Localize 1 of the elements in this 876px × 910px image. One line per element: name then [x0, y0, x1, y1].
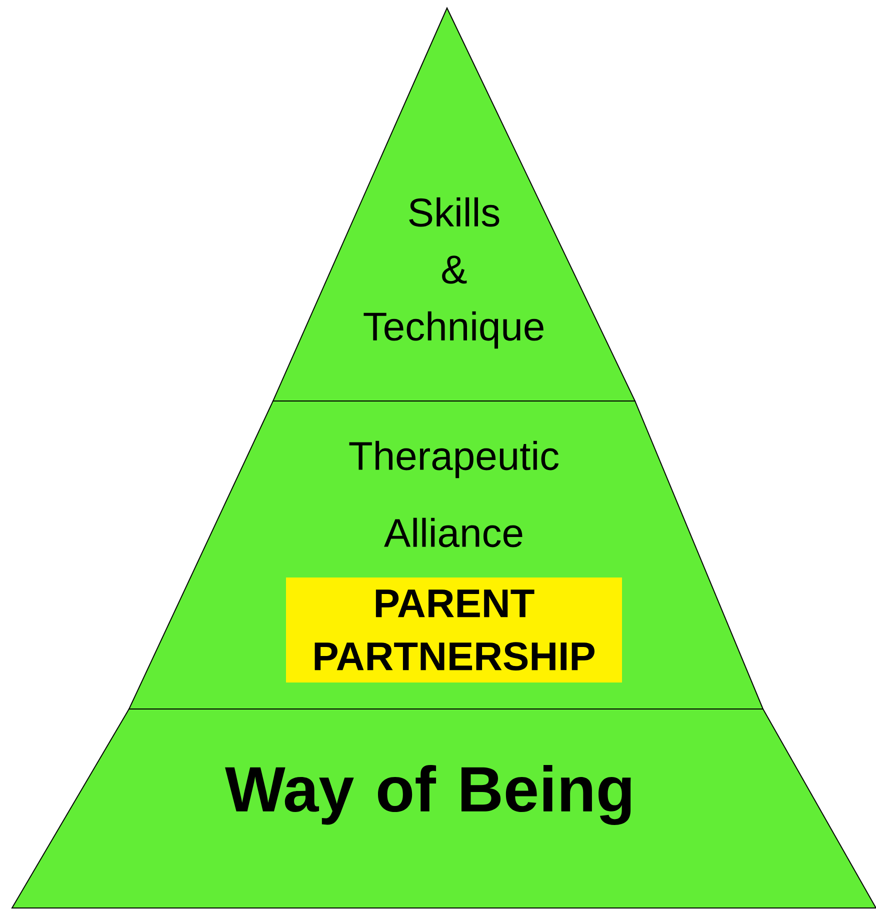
highlight-box: PARENT PARTNERSHIP	[286, 578, 622, 682]
